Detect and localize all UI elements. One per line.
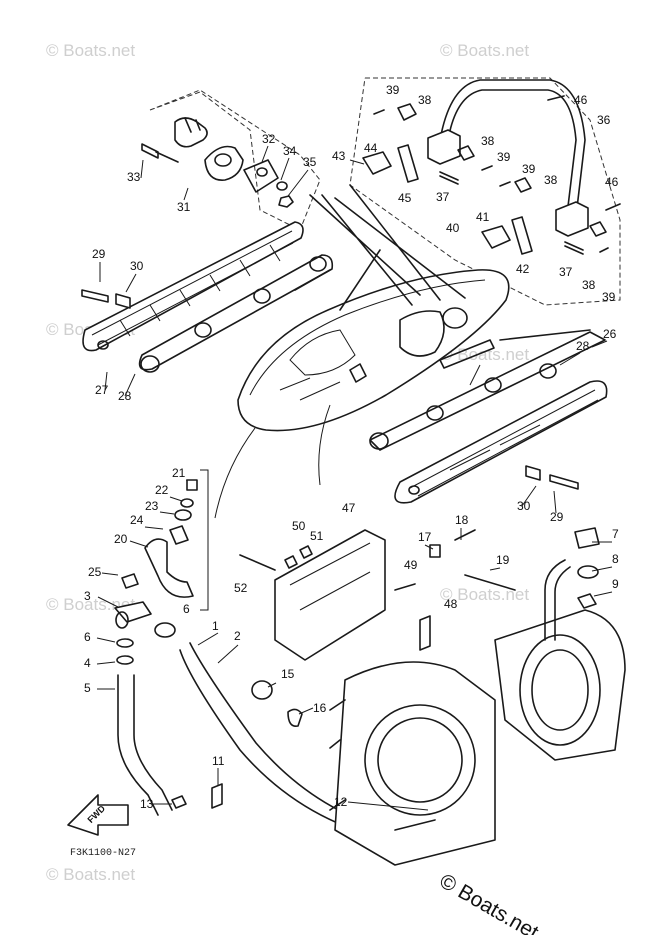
part-label: 5 [84,681,91,695]
part-label: 4 [84,656,91,670]
part-label: 47 [342,501,356,515]
part-label: 46 [605,175,619,189]
watercraft-hull [237,269,510,432]
part-label: 35 [303,155,317,169]
watermark-text: © Boats.net [46,41,135,60]
part-label: 21 [172,466,186,480]
connector-lines [214,184,591,519]
part-label: 23 [145,499,159,513]
part-label: 38 [481,134,495,148]
handlebar-assembly [349,77,621,306]
part-label: 17 [418,530,432,544]
part-label: 38 [582,278,596,292]
part-label: 16 [313,701,327,715]
part-label: 26 [603,327,617,341]
watermark-text: © Boats.net [46,595,135,614]
part-label: 39 [386,83,400,97]
part-label: 38 [418,93,432,107]
watermark-text: © Boats.net [46,865,135,884]
part-label: 39 [497,150,511,164]
part-label: 40 [446,221,460,235]
part-label: 48 [444,597,458,611]
watermark-text: © Boats.net [440,41,529,60]
part-label: 41 [476,210,490,224]
part-label: 19 [496,553,510,567]
part-label: 32 [262,132,276,146]
part-label: 8 [612,552,619,566]
part-label: 6 [84,630,91,644]
part-label: 45 [398,191,412,205]
part-label: 13 [140,797,154,811]
part-label: 37 [559,265,573,279]
part-label: 37 [436,190,450,204]
part-label: 51 [310,529,324,543]
part-label: 52 [234,581,248,595]
part-label: 31 [177,200,191,214]
brand-mark: © Boats.net [436,869,543,935]
part-label: 27 [95,383,109,397]
grab-handle-assembly [141,89,321,231]
part-label: 28 [118,389,132,403]
part-label: 1 [212,619,219,633]
part-label: 50 [292,519,306,533]
part-label: 42 [516,262,530,276]
part-label: 7 [612,527,619,541]
part-label: 28 [576,339,590,353]
drawing-code: F3K1100-N27 [70,848,136,859]
part-label: 20 [114,532,128,546]
part-label: 25 [88,565,102,579]
part-label: 15 [281,667,295,681]
part-label: 18 [455,513,469,527]
part-label: 43 [332,149,346,163]
part-label: 6 [183,602,190,616]
middle-parts [171,529,516,809]
right-sponson-rail [369,331,608,504]
watermark-text: © Boats.net [440,585,529,604]
callout-labels: 1 2 3 4 5 6 6 7 8 9 11 12 13 15 16 17 18… [84,83,619,811]
part-label: 30 [130,259,144,273]
part-label: 29 [92,247,106,261]
part-label: 38 [544,173,558,187]
part-label: 39 [602,290,616,304]
part-label: 3 [84,589,91,603]
part-label: 22 [155,483,169,497]
part-label: 9 [612,577,619,591]
part-label: 34 [283,144,297,158]
part-label: 33 [127,170,141,184]
part-label: 36 [597,113,611,127]
part-label: 29 [550,510,564,524]
watermarks: © Boats.net © Boats.net © Boats.net © Bo… [46,41,529,884]
jet-pump-housing [329,527,626,866]
watermark-text: © Boats.net [440,345,529,364]
part-label: 24 [130,513,144,527]
leader-lines [96,145,613,811]
part-label: 12 [334,795,348,809]
part-label: 11 [212,754,225,768]
forward-arrow: FWD [67,794,129,836]
part-label: 39 [522,162,536,176]
part-label: 2 [234,629,241,643]
part-label: 46 [574,93,588,107]
part-label: 30 [517,499,531,513]
left-sponson-rail [81,221,334,373]
part-label: 49 [404,558,418,572]
part-label: 44 [364,141,378,155]
